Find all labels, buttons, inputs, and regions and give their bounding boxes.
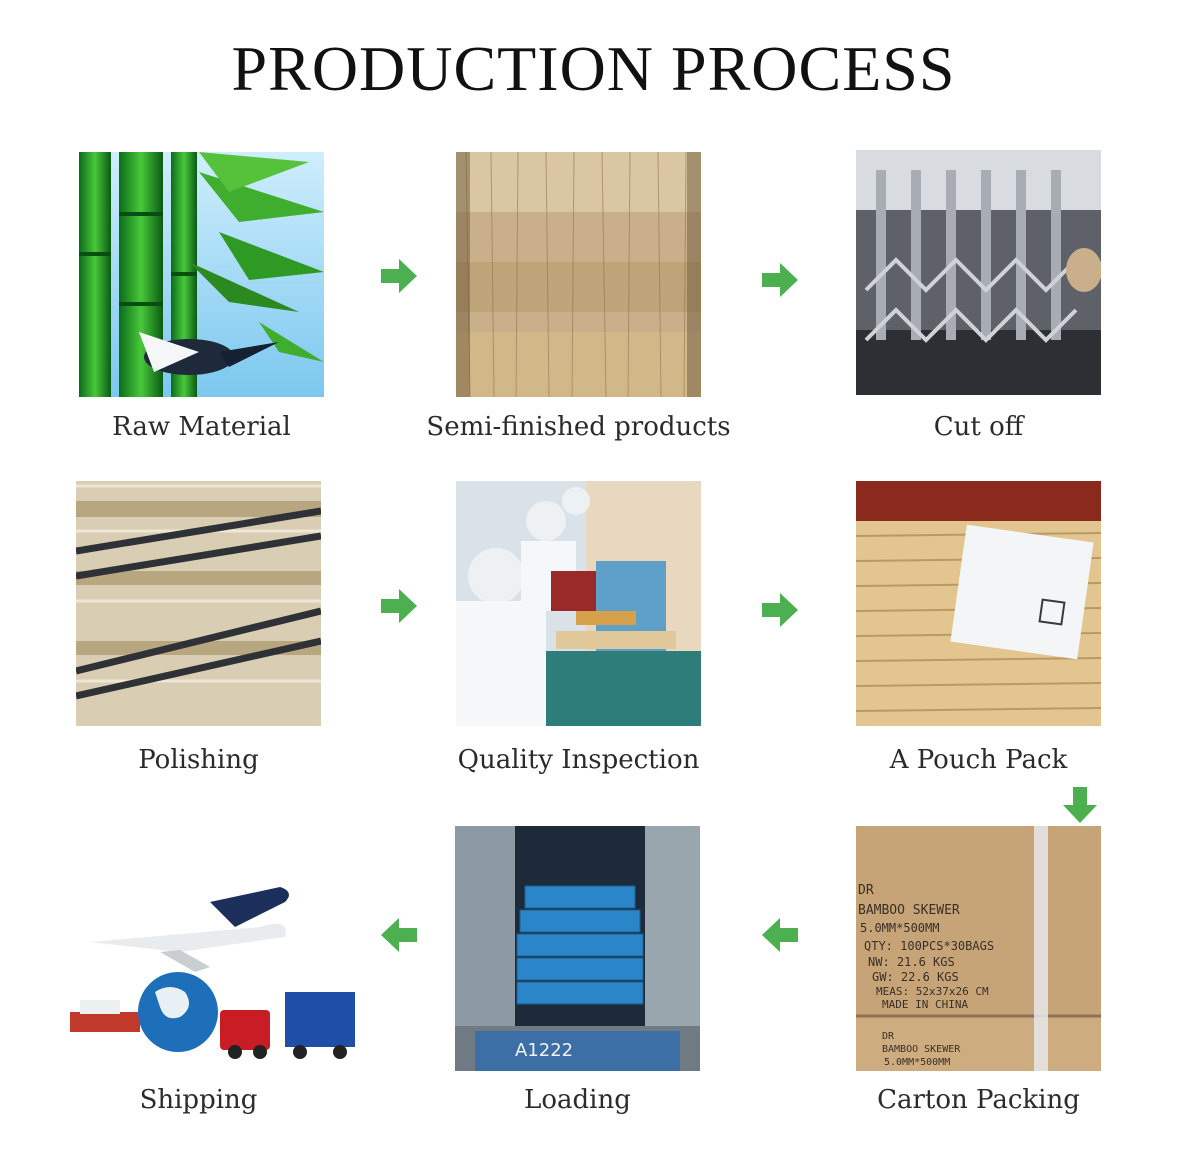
step-label: Cut off bbox=[933, 412, 1024, 442]
carton-text: BAMBOO SKEWER bbox=[858, 903, 960, 918]
step-label: Shipping bbox=[139, 1085, 258, 1115]
carton-text: DR bbox=[882, 1031, 895, 1042]
step-label: A Pouch Pack bbox=[889, 745, 1068, 775]
page-title: PRODUCTION PROCESS bbox=[231, 33, 956, 104]
carton-text: MADE IN CHINA bbox=[882, 998, 968, 1011]
right-arrow-icon bbox=[379, 256, 419, 296]
carton-text: MEAS: 52x37x26 CM bbox=[876, 985, 989, 998]
left-arrow-icon bbox=[379, 915, 419, 955]
carton-text: GW: 22.6 KGS bbox=[872, 970, 959, 984]
shipping-image bbox=[60, 882, 360, 1072]
polishing-image bbox=[76, 481, 321, 726]
carton-packing-image: DR BAMBOO SKEWER 5.0MM*500MM QTY: 100PCS… bbox=[856, 826, 1101, 1071]
truck-plate: A1222 bbox=[515, 1040, 573, 1061]
quality-inspection-image bbox=[456, 481, 701, 726]
step-label: Raw Material bbox=[112, 412, 291, 442]
left-arrow-icon bbox=[760, 915, 800, 955]
carton-text: 5.0MM*500MM bbox=[884, 1057, 950, 1068]
carton-text: BAMBOO SKEWER bbox=[882, 1044, 961, 1055]
step-label: Carton Packing bbox=[877, 1085, 1080, 1115]
carton-text: QTY: 100PCS*30BAGS bbox=[864, 939, 994, 953]
step-label: Loading bbox=[524, 1085, 631, 1115]
carton-text: NW: 21.6 KGS bbox=[868, 955, 955, 969]
right-arrow-icon bbox=[760, 260, 800, 300]
right-arrow-icon bbox=[760, 590, 800, 630]
loading-image: A1222 bbox=[455, 826, 700, 1071]
step-label: Quality Inspection bbox=[457, 745, 700, 775]
cut-off-image bbox=[856, 150, 1101, 395]
carton-text: 5.0MM*500MM bbox=[860, 921, 939, 935]
pouch-pack-image bbox=[856, 481, 1101, 726]
step-label: Semi-finished products bbox=[426, 412, 731, 442]
down-arrow-icon bbox=[1060, 785, 1100, 825]
semi-finished-image bbox=[456, 152, 701, 397]
carton-text: DR bbox=[858, 883, 874, 898]
right-arrow-icon bbox=[379, 586, 419, 626]
raw-material-image bbox=[79, 152, 324, 397]
step-label: Polishing bbox=[138, 745, 259, 775]
